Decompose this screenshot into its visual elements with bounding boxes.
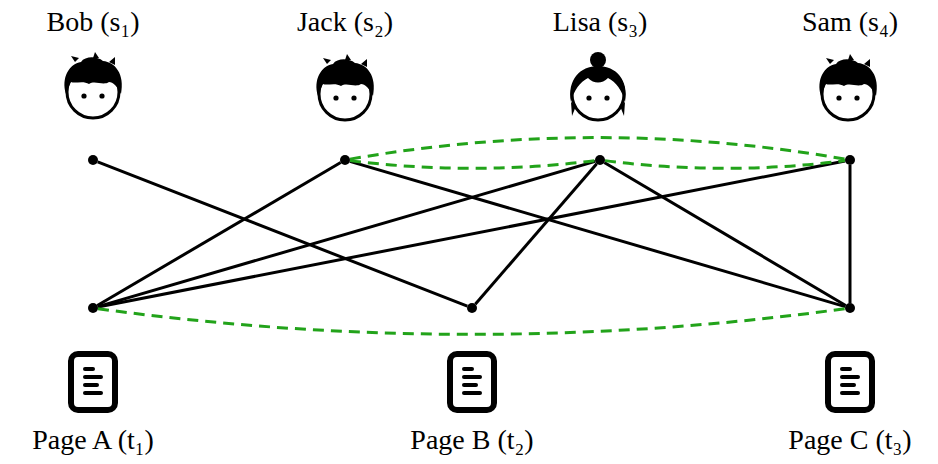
vertex-label: Page A (t₁) bbox=[32, 425, 154, 456]
vertex-label: Sam (s₄) bbox=[802, 7, 898, 38]
user-vertex: Bob (s₁) bbox=[88, 155, 98, 165]
sam-avatar bbox=[819, 54, 876, 120]
vertex-label: Page C (t₃) bbox=[788, 425, 911, 456]
vertex-label: Lisa (s₃) bbox=[553, 7, 648, 38]
page-icon bbox=[828, 354, 872, 410]
user-vertex: Jack (s₂) bbox=[340, 155, 350, 165]
visit-edge bbox=[98, 161, 595, 306]
lisa-avatar bbox=[570, 52, 625, 120]
visit-edge bbox=[98, 162, 468, 306]
page-vertex: Page C (t₃) bbox=[845, 303, 855, 313]
visit-edge bbox=[475, 164, 596, 304]
vertex-label: Jack (s₂) bbox=[297, 7, 393, 38]
page-vertex: Page B (t₂) bbox=[467, 303, 477, 313]
bob-avatar bbox=[64, 52, 121, 118]
similarity-edge bbox=[605, 161, 845, 169]
user-vertex: Sam (s₄) bbox=[845, 155, 855, 165]
page-vertex: Page A (t₁) bbox=[88, 303, 98, 313]
user-vertex: Lisa (s₃) bbox=[595, 155, 605, 165]
page-icon bbox=[450, 354, 494, 410]
vertex-label: Page B (t₂) bbox=[410, 425, 533, 456]
jack-avatar bbox=[316, 54, 373, 120]
similarity-edge bbox=[350, 161, 595, 169]
page-icon bbox=[71, 354, 115, 410]
vertex-label: Bob (s₁) bbox=[47, 7, 140, 38]
visit-edge bbox=[350, 161, 845, 306]
visit-edge bbox=[849, 165, 852, 303]
visit-edge bbox=[98, 161, 845, 307]
